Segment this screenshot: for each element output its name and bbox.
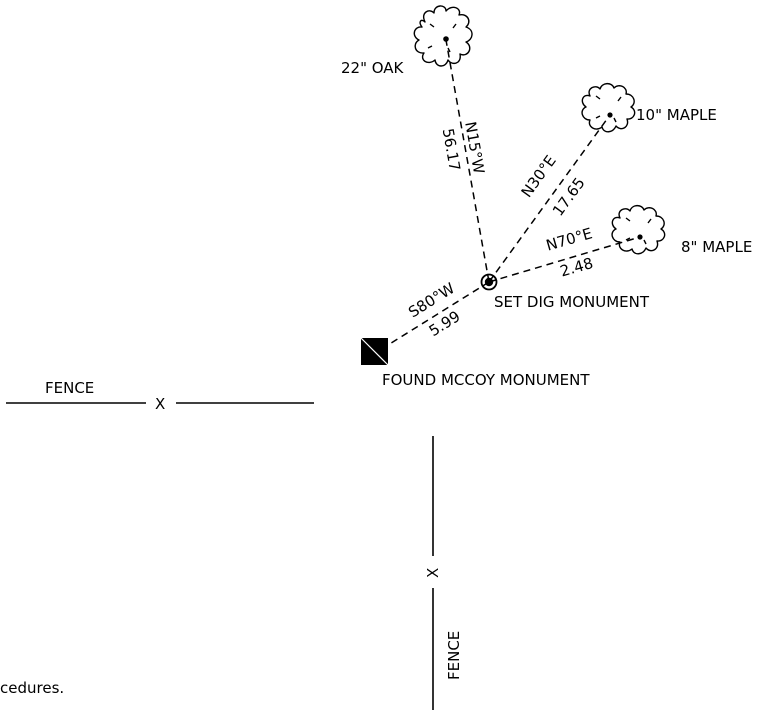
fence-horizontal: FENCE X [6, 379, 314, 413]
maple8-label: 8" MAPLE [681, 238, 752, 256]
oak-distance: 56.17 [439, 127, 464, 172]
found-monument-icon [360, 337, 389, 366]
maple10-tree-icon [581, 82, 636, 133]
maple8-bearing: N70°E [544, 224, 594, 254]
fence-vertical-x: X [424, 568, 442, 578]
fence-vertical-label: FENCE [445, 631, 463, 680]
fence-vertical: X FENCE [424, 436, 463, 710]
tie-line-found [379, 281, 490, 351]
footnote-fragment: cedures. [0, 679, 64, 697]
oak-label: 22" OAK [341, 59, 405, 77]
fence-horizontal-label: FENCE [45, 379, 94, 397]
set-monument-icon [480, 273, 498, 291]
set-monument-label: SET DIG MONUMENT [494, 293, 650, 311]
tie-line-oak [445, 39, 490, 283]
maple10-label: 10" MAPLE [636, 106, 717, 124]
oak-tree-icon [413, 5, 473, 67]
found-monument-label: FOUND MCCOY MONUMENT [382, 371, 590, 389]
maple8-distance: 2.48 [558, 254, 595, 281]
tie-line-maple8 [488, 236, 641, 283]
tie-line-maple10 [488, 114, 611, 283]
fence-horizontal-x: X [155, 395, 165, 413]
found-distance: 5.99 [426, 307, 464, 340]
maple8-tree-icon [611, 204, 666, 255]
maple10-distance: 17.65 [549, 174, 589, 219]
